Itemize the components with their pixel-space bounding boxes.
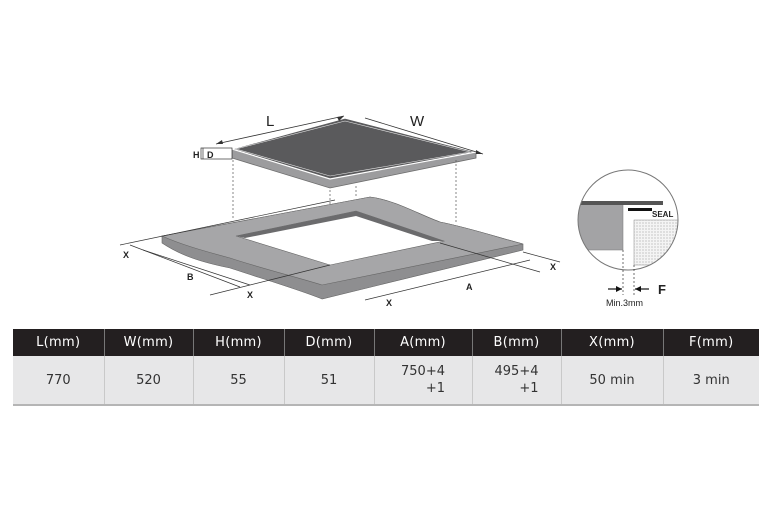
dim-label-h: H <box>193 150 200 160</box>
gap-label-f: F <box>658 282 666 297</box>
cell-h: 55 <box>193 356 285 406</box>
dim-label-x-bottom-left: X <box>247 290 253 300</box>
header-h: H(mm) <box>193 329 285 356</box>
dimensions-table: L(mm) W(mm) H(mm) D(mm) A(mm) B(mm) X(mm… <box>13 329 759 406</box>
dim-label-x-bottom: X <box>386 298 392 308</box>
dim-label-x-right: X <box>550 262 556 272</box>
cell-x: 50 min <box>561 356 664 406</box>
cell-w: 520 <box>104 356 194 406</box>
header-l: L(mm) <box>13 329 105 356</box>
installation-diagram: L W H D X B <box>119 113 679 308</box>
dim-label-a: A <box>466 282 473 292</box>
header-w: W(mm) <box>104 329 194 356</box>
cell-a-main: 750+4 <box>401 364 445 379</box>
header-b: B(mm) <box>472 329 562 356</box>
worktop-illustration: X B X X A X <box>119 196 561 308</box>
dim-label-l: L <box>266 113 274 130</box>
gap-note: Min.3mm <box>606 298 643 308</box>
table-header-row: L(mm) W(mm) H(mm) D(mm) A(mm) B(mm) X(mm… <box>13 329 759 356</box>
dim-label-b: B <box>187 272 194 282</box>
cell-d: 51 <box>284 356 375 406</box>
cell-a-tolerance: +1 <box>425 381 445 396</box>
cell-f: 3 min <box>663 356 759 406</box>
dim-label-d: D <box>207 150 214 160</box>
dim-label-x-left: X <box>123 250 129 260</box>
cell-b-tolerance: +1 <box>519 381 539 396</box>
header-f: F(mm) <box>663 329 759 356</box>
table-row: 770 520 55 51 750+4 +1 495+4 +1 50 min 3… <box>13 356 759 406</box>
cell-b-main: 495+4 <box>494 364 539 379</box>
seal-label: SEAL <box>652 210 673 219</box>
header-a: A(mm) <box>374 329 473 356</box>
cell-b: 495+4 +1 <box>472 356 562 406</box>
dim-label-w: W <box>410 113 425 130</box>
cell-l: 770 <box>13 356 105 406</box>
cell-a: 750+4 +1 <box>374 356 473 406</box>
header-x: X(mm) <box>561 329 664 356</box>
header-d: D(mm) <box>284 329 375 356</box>
seal-detail: SEAL F Min.3mm <box>577 169 679 308</box>
